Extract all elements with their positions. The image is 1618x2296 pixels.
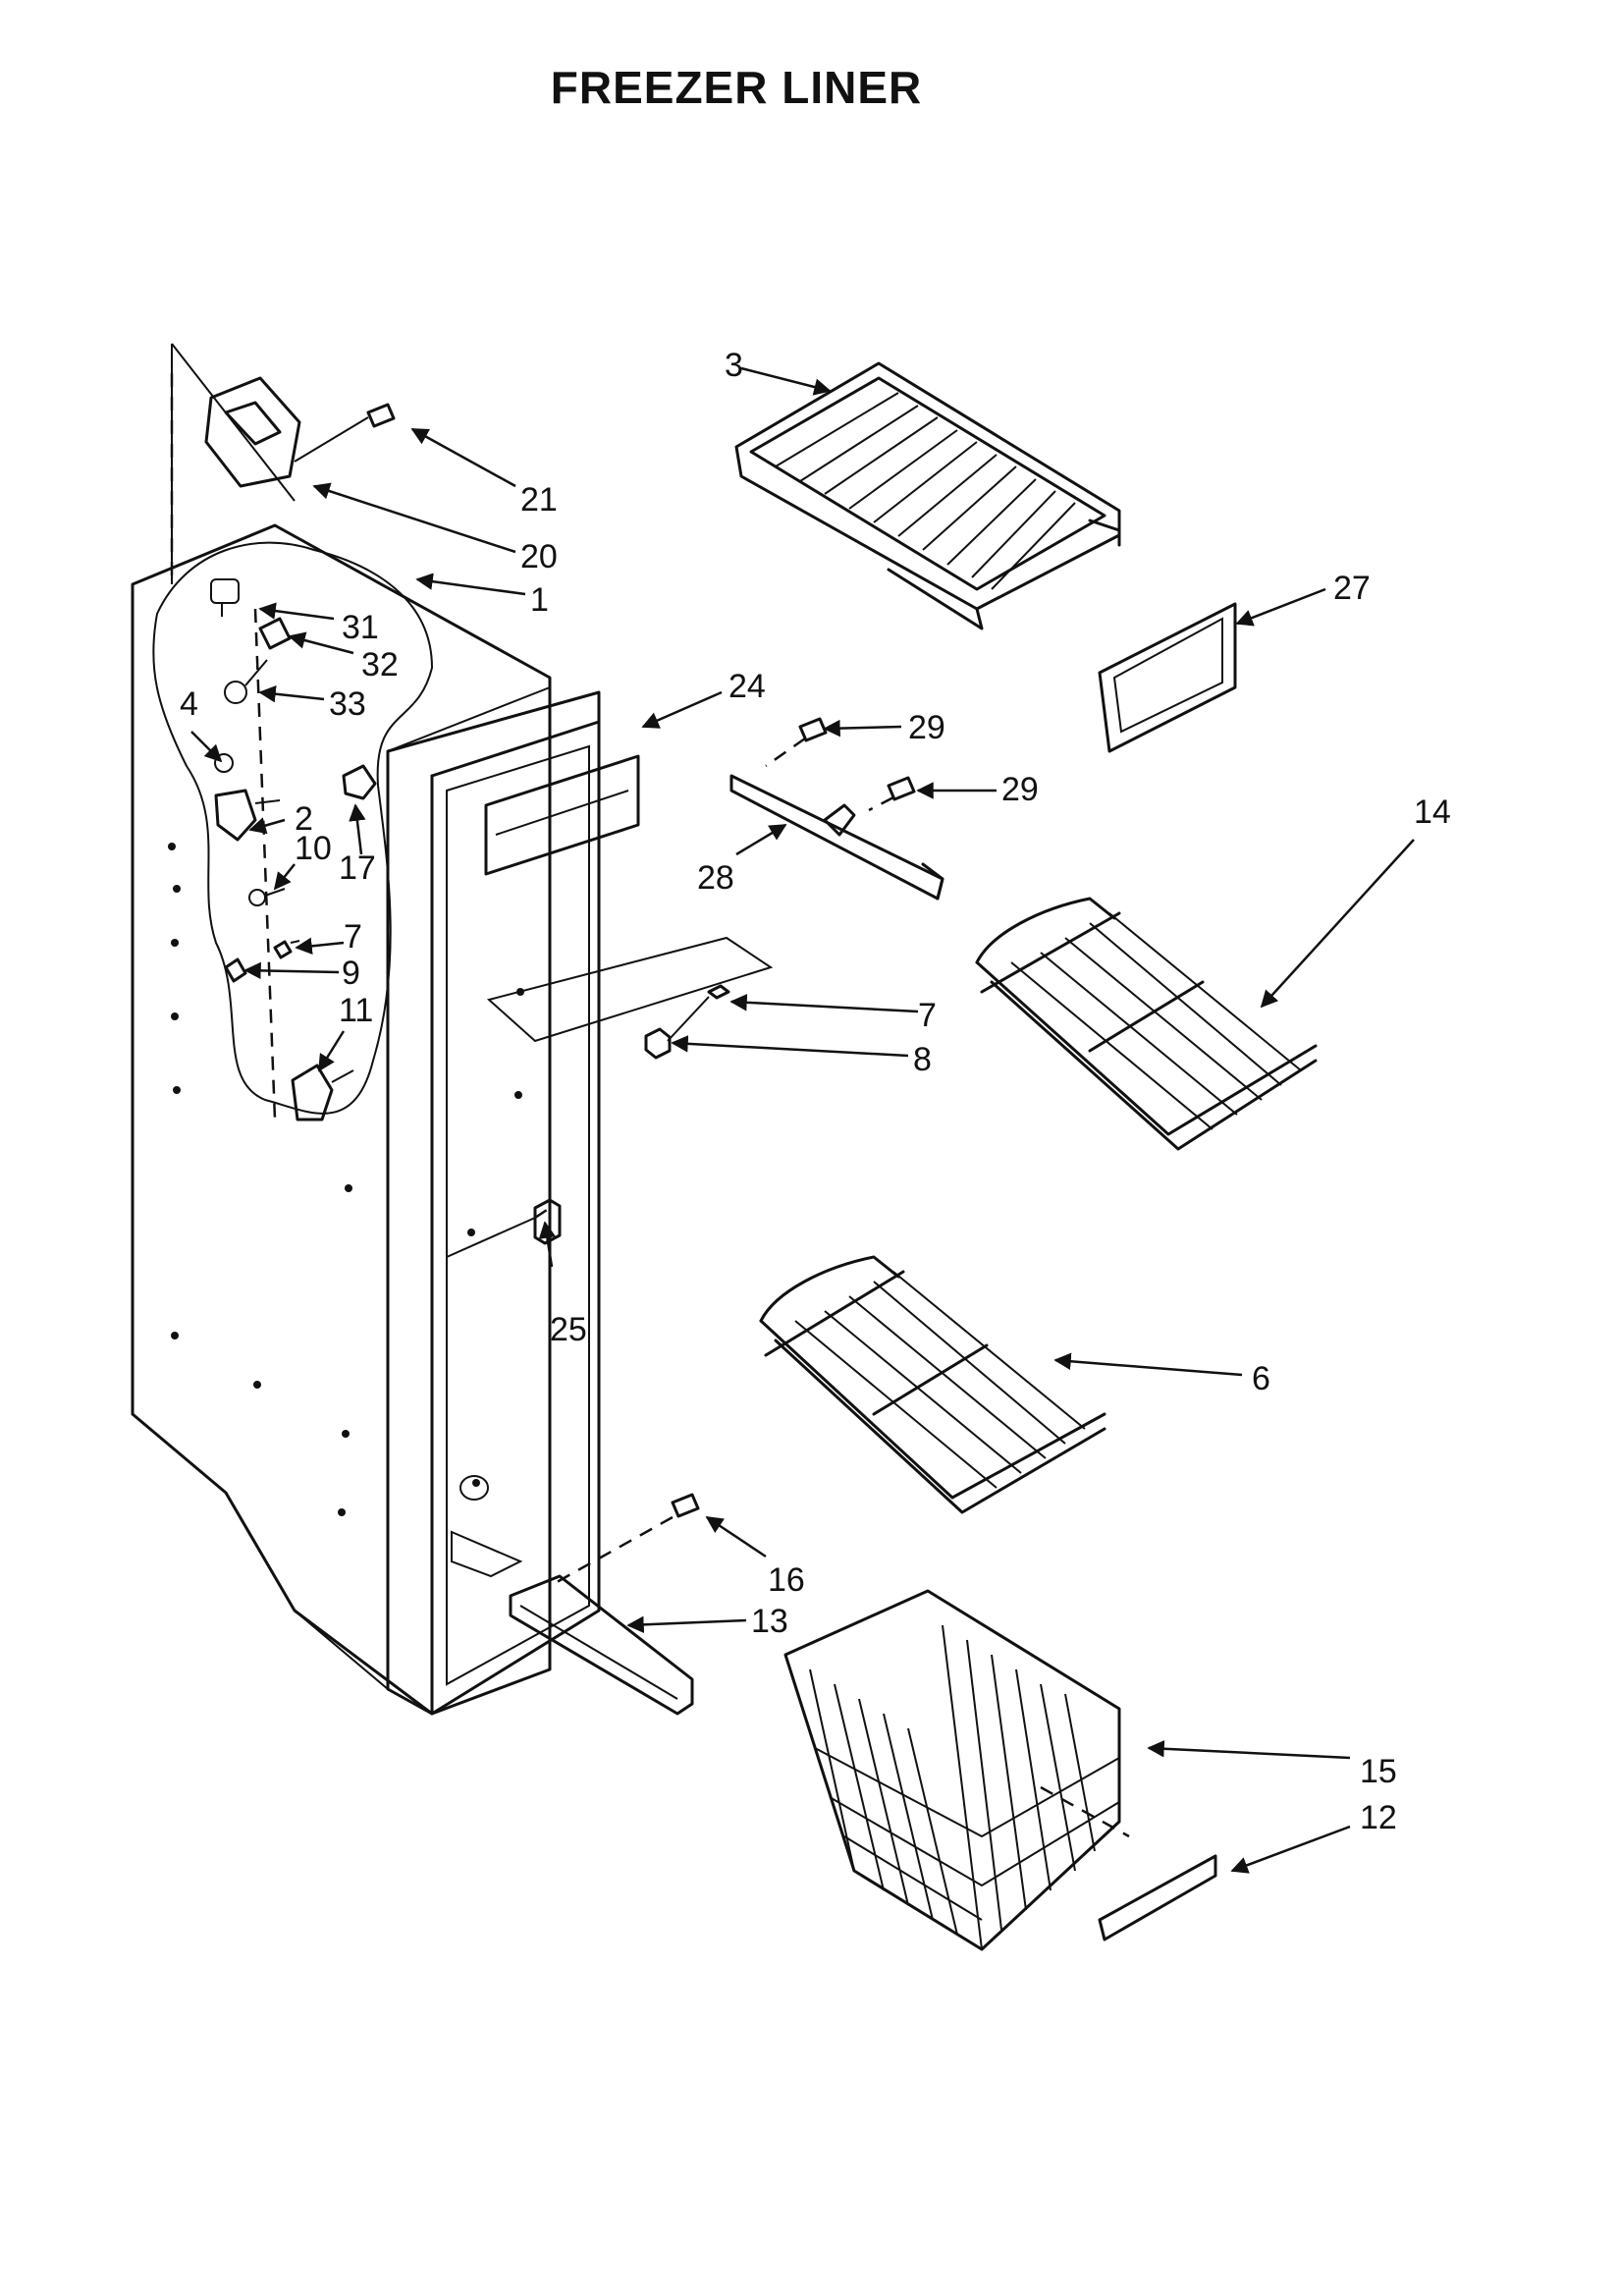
leader-lines xyxy=(190,366,1415,1874)
callout-20: 20 xyxy=(520,538,558,575)
callout-15: 15 xyxy=(1360,1753,1397,1790)
callout-6: 6 xyxy=(1252,1360,1270,1397)
callout-4: 4 xyxy=(180,685,198,723)
callout-27: 27 xyxy=(1333,570,1371,607)
callout-1: 1 xyxy=(530,581,549,619)
callout-9: 9 xyxy=(342,955,360,992)
callout-32: 32 xyxy=(361,646,399,683)
diagram-title: FREEZER LINER xyxy=(550,62,923,113)
basket-15 xyxy=(783,1589,1130,1951)
callout-31: 31 xyxy=(342,609,379,646)
callout-labels: 1 2 3 4 6 7 7 8 9 10 11 12 13 14 15 16 1… xyxy=(180,347,1451,1836)
callout-29-bottom: 29 xyxy=(1001,771,1039,808)
callout-2: 2 xyxy=(295,800,313,838)
callout-17: 17 xyxy=(339,849,376,887)
screws-29 xyxy=(765,717,916,812)
support-7-8 xyxy=(644,984,730,1060)
callout-24: 24 xyxy=(728,668,766,705)
strip-12 xyxy=(1098,1854,1217,1941)
callout-14: 14 xyxy=(1414,793,1451,831)
cover-27 xyxy=(1098,602,1237,753)
callout-8: 8 xyxy=(913,1041,932,1078)
callout-11: 11 xyxy=(339,992,373,1029)
callout-33: 33 xyxy=(329,685,366,723)
bracket-28 xyxy=(729,774,944,901)
callout-28: 28 xyxy=(697,859,734,897)
callout-29-top: 29 xyxy=(908,709,945,746)
screw-21 xyxy=(294,403,396,463)
callout-13: 13 xyxy=(751,1603,788,1640)
callout-10: 10 xyxy=(295,830,332,867)
wire-shelf-6 xyxy=(759,1255,1106,1514)
callout-21: 21 xyxy=(520,481,558,519)
callout-12: 12 xyxy=(1360,1799,1397,1836)
clip-25 xyxy=(533,1198,562,1245)
rail-24 xyxy=(484,754,640,876)
callout-16: 16 xyxy=(768,1561,805,1599)
bracket-20 xyxy=(204,376,301,488)
grille-shelf-3 xyxy=(734,361,1121,630)
cutaway-components xyxy=(170,373,377,1121)
callout-25: 25 xyxy=(550,1311,587,1348)
callout-3: 3 xyxy=(725,347,743,384)
wire-shelf-14 xyxy=(975,897,1318,1151)
trim-13 xyxy=(509,1574,694,1716)
callout-7-center: 7 xyxy=(918,997,937,1034)
callout-7-left: 7 xyxy=(344,918,362,956)
screw-16 xyxy=(549,1493,700,1588)
